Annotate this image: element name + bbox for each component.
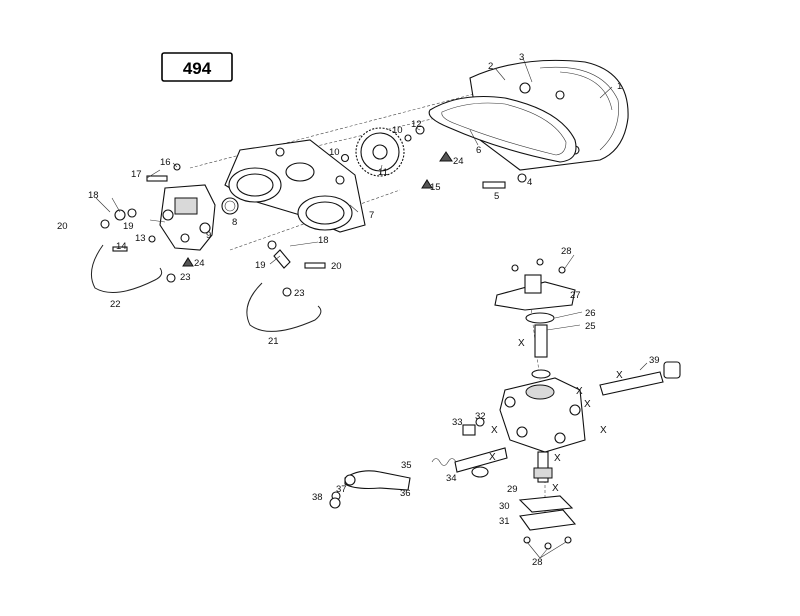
callout-33: 33	[452, 417, 463, 428]
callout-21: 21	[268, 336, 279, 347]
callout-39: 39	[649, 355, 660, 366]
callout-20a: 20	[57, 221, 68, 232]
callout-10b: 10	[392, 125, 403, 136]
callout-6: 6	[476, 145, 481, 156]
callout-25: 25	[585, 321, 596, 332]
callout-labels: 1 2 3 4 5 6 7 8 9 10 10 11 12 13 14 15 1…	[57, 52, 660, 568]
callout-11: 11	[378, 167, 388, 178]
x-marker: X	[576, 386, 583, 397]
callout-36: 36	[400, 488, 411, 499]
part-intake-manifold	[224, 139, 366, 233]
diagram-code-badge: 494	[161, 52, 233, 82]
x-marker: X	[518, 338, 525, 349]
callout-5: 5	[494, 191, 499, 202]
callout-31: 31	[499, 516, 510, 527]
callout-26: 26	[585, 308, 596, 319]
callout-18b: 18	[318, 235, 329, 246]
callout-2: 2	[488, 61, 493, 72]
callout-8: 8	[232, 217, 237, 228]
callout-4: 4	[527, 177, 532, 188]
callout-19a: 19	[123, 221, 134, 232]
callout-22: 22	[110, 299, 121, 310]
callout-19b: 19	[255, 260, 266, 271]
callout-7: 7	[369, 210, 374, 221]
callout-9: 9	[206, 230, 211, 241]
callout-12: 12	[411, 119, 422, 130]
callout-23a: 23	[180, 272, 191, 283]
x-marker: X	[552, 483, 559, 494]
x-marker: X	[584, 399, 591, 410]
callout-18a: 18	[88, 190, 99, 201]
part-carburetor-assembly	[149, 184, 239, 251]
callout-37: 37	[336, 484, 347, 495]
leader-lines	[95, 57, 648, 559]
callout-17: 17	[131, 169, 142, 180]
x-markers: X X X X X X X X X	[489, 338, 623, 494]
part-drive-gear	[355, 127, 405, 177]
callout-24a: 24	[194, 258, 205, 269]
x-marker: X	[616, 370, 623, 381]
part-cover-gasket	[428, 95, 577, 163]
callout-10a: 10	[329, 147, 340, 158]
callout-3: 3	[519, 52, 524, 63]
x-marker: X	[491, 425, 498, 436]
diagram-code-text: 494	[183, 59, 212, 78]
callout-27: 27	[570, 290, 581, 301]
callout-1: 1	[617, 81, 622, 92]
callout-13: 13	[135, 233, 146, 244]
callout-34: 34	[446, 473, 457, 484]
callout-20b: 20	[331, 261, 342, 272]
part-fasteners	[100, 125, 527, 297]
x-marker: X	[489, 452, 496, 463]
callout-14: 14	[116, 241, 127, 252]
callout-24b: 24	[453, 156, 464, 167]
x-marker: X	[554, 453, 561, 464]
callout-29: 29	[507, 484, 518, 495]
callout-28b: 28	[532, 557, 543, 568]
callout-35: 35	[401, 460, 412, 471]
callout-23b: 23	[294, 288, 305, 299]
callout-28a: 28	[561, 246, 572, 257]
x-marker: X	[600, 425, 607, 436]
callout-16: 16	[160, 157, 171, 168]
part-hoses	[90, 244, 322, 332]
callout-32: 32	[475, 411, 486, 422]
part-oil-pump	[329, 258, 681, 550]
callout-15: 15	[430, 182, 441, 193]
callout-38: 38	[312, 492, 323, 503]
callout-30: 30	[499, 501, 510, 512]
